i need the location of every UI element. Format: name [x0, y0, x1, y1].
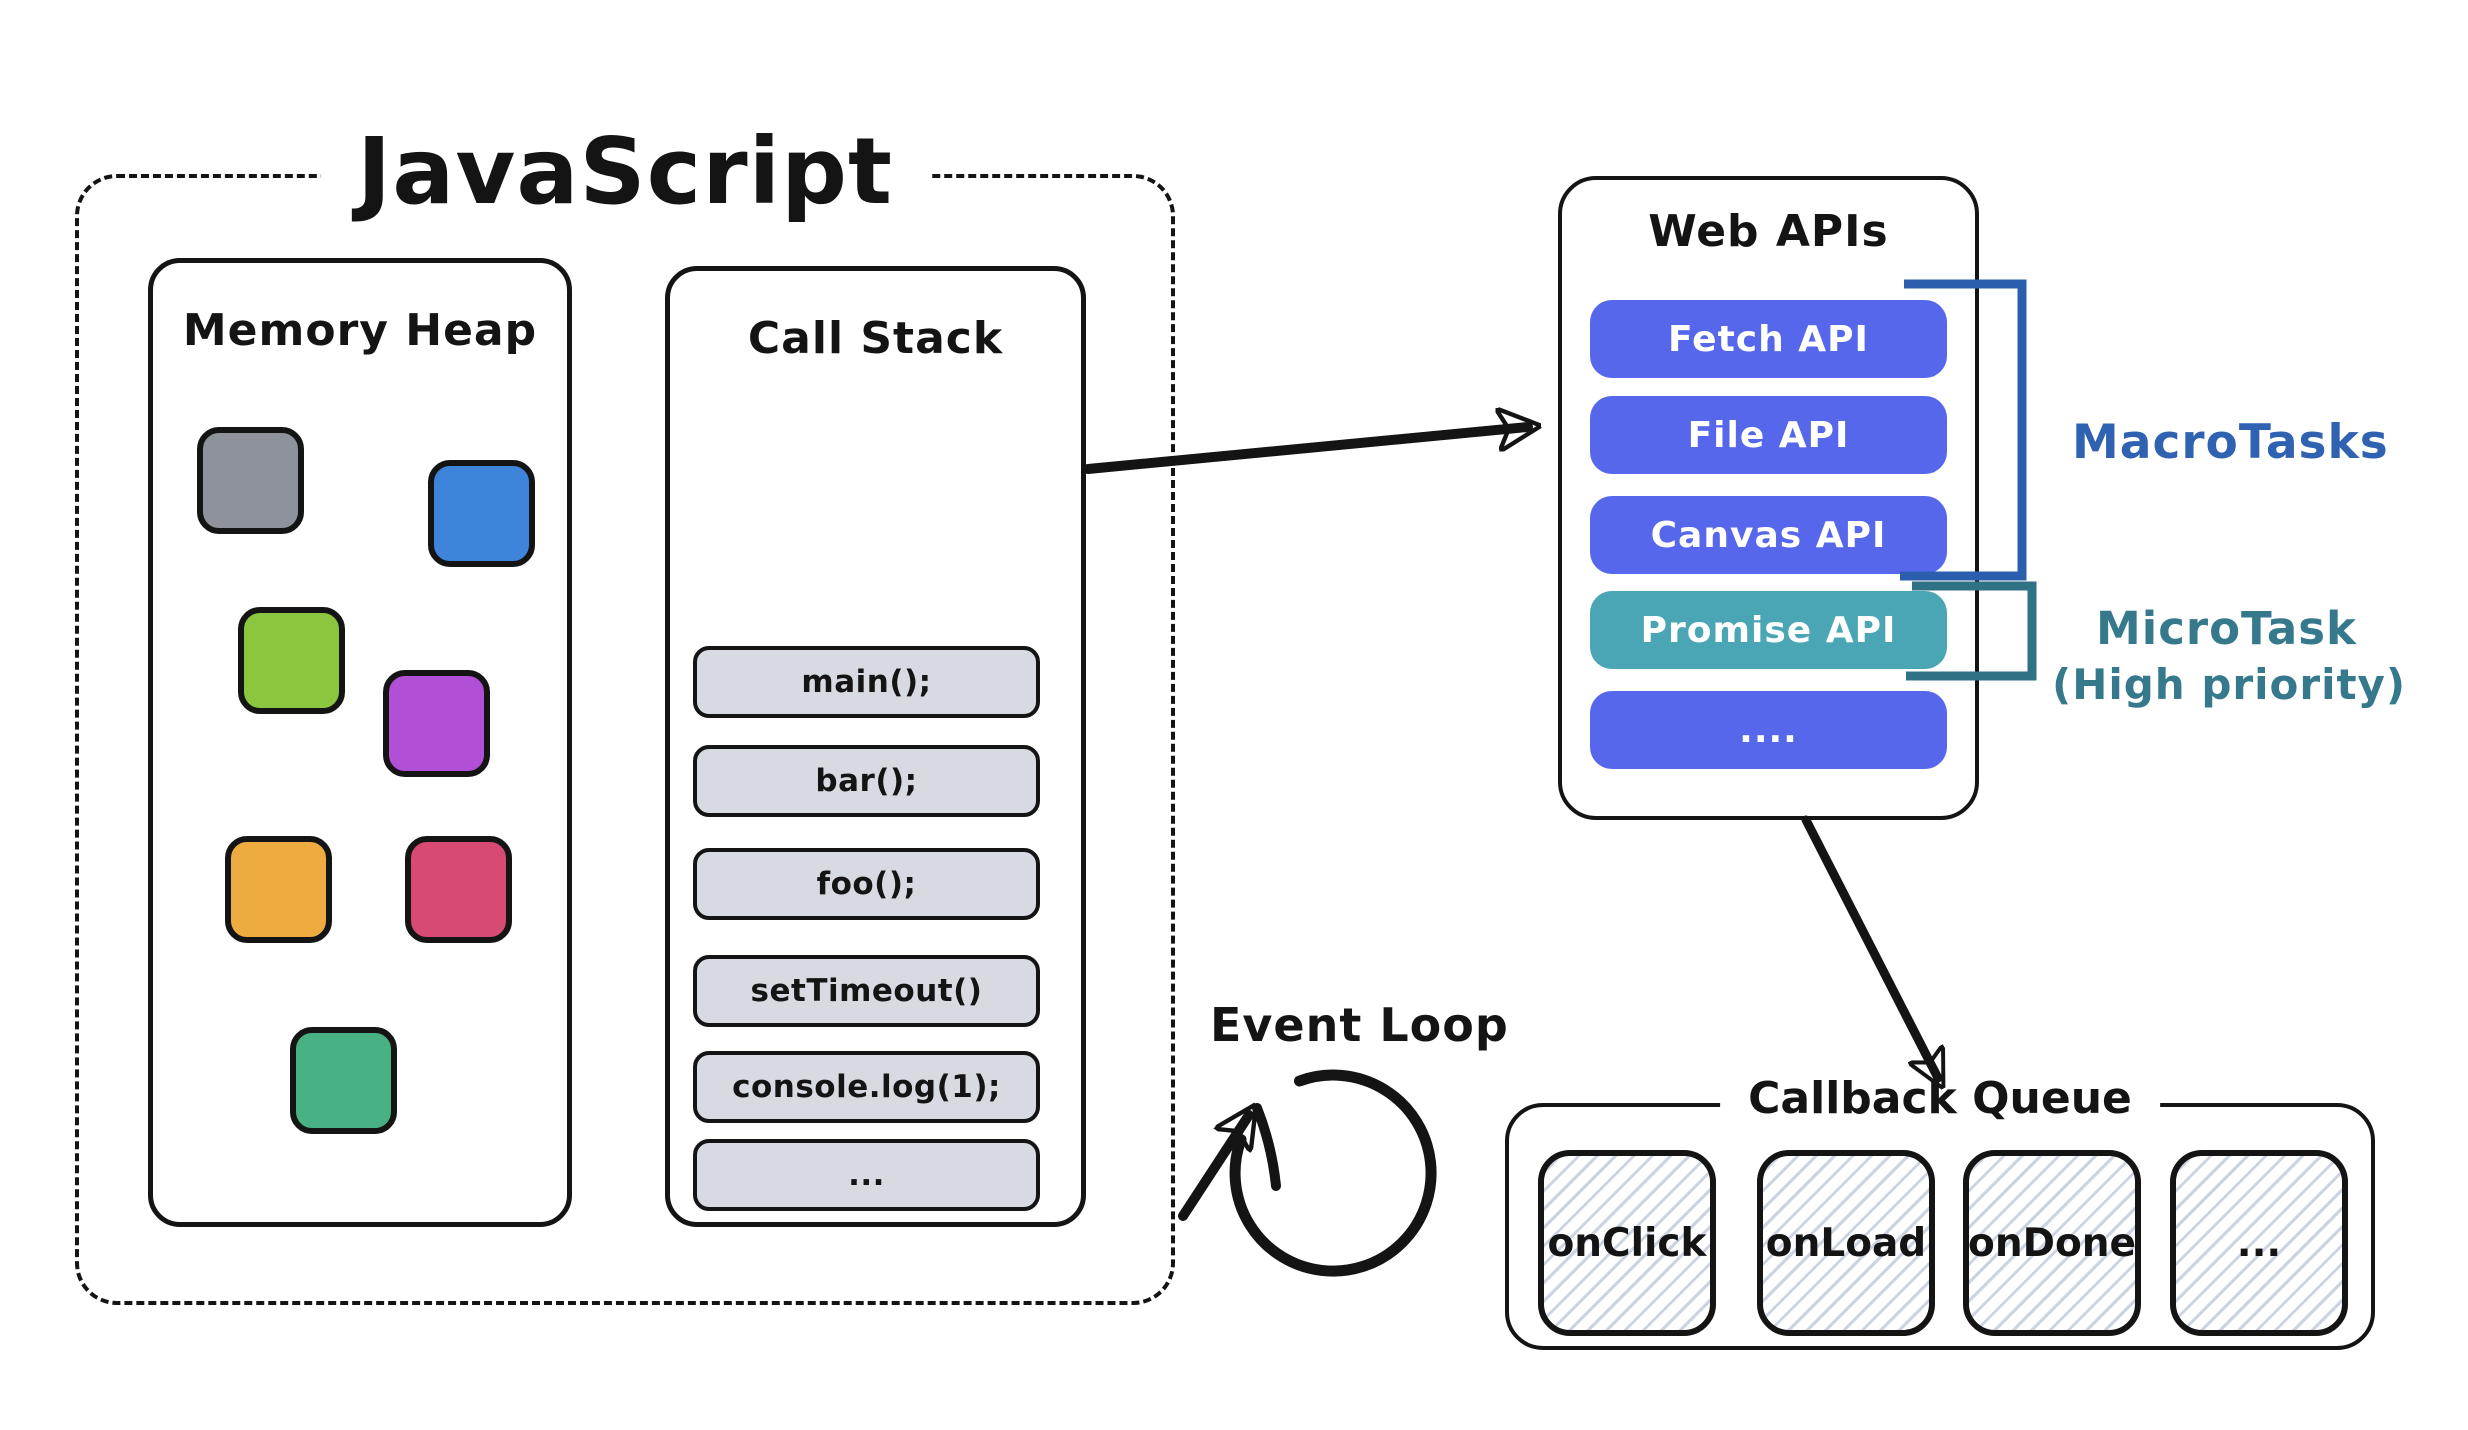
web-apis-title: Web APIs [1648, 206, 1889, 257]
api-pill-canvas: Canvas API [1590, 496, 1947, 574]
heap-block-teal [290, 1027, 397, 1134]
queue-item-onload: onLoad [1757, 1150, 1935, 1336]
macrotasks-label: MacroTasks [2072, 415, 2389, 470]
microtask-label: MicroTask [2096, 602, 2357, 655]
event-loop-arrow-wing [1252, 1103, 1281, 1191]
heap-block-orange [225, 836, 332, 943]
queue-item-onclick: onClick [1538, 1150, 1716, 1336]
callback-queue-panel: Callback Queue onClick onLoad onDone ... [1505, 1073, 2375, 1350]
webapis-to-queue-arrow [1801, 815, 1938, 1078]
javascript-title: JavaScript [321, 112, 929, 232]
call-stack-title: Call Stack [747, 313, 1004, 364]
stack-frame-consolelog: console.log(1); [693, 1051, 1040, 1123]
stack-frame-ellipsis: ... [693, 1139, 1040, 1211]
api-pill-ellipsis: .... [1590, 691, 1947, 769]
callback-queue-title: Callback Queue [1720, 1073, 2160, 1124]
event-loop-circle [1229, 1069, 1437, 1277]
heap-block-blue [428, 460, 535, 567]
api-pill-file: File API [1590, 396, 1947, 474]
heap-block-purple [383, 670, 490, 777]
call-stack-panel: Call Stack main(); bar(); foo(); setTime… [665, 266, 1086, 1227]
stack-frame-bar: bar(); [693, 745, 1040, 817]
stack-frame-foo: foo(); [693, 848, 1040, 920]
memory-heap-title: Memory Heap [182, 305, 538, 356]
api-pill-fetch: Fetch API [1590, 300, 1947, 378]
stack-frame-main: main(); [693, 646, 1040, 718]
api-pill-promise: Promise API [1590, 591, 1947, 669]
stack-frame-settimeout: setTimeout() [693, 955, 1040, 1027]
javascript-container: JavaScript [75, 112, 1175, 1305]
heap-block-pink [405, 836, 512, 943]
heap-block-green [238, 607, 345, 714]
heap-block-gray [197, 427, 304, 534]
microtask-priority-label: (High priority) [2052, 660, 2407, 709]
queue-item-ondone: onDone [1963, 1150, 2141, 1336]
event-loop-arrow [1178, 1115, 1249, 1221]
queue-item-ellipsis: ... [2170, 1150, 2348, 1336]
memory-heap-panel: Memory Heap [148, 258, 572, 1227]
web-apis-panel: Web APIs Fetch API File API Canvas API P… [1558, 176, 1979, 820]
event-loop-label: Event Loop [1210, 998, 1509, 1052]
